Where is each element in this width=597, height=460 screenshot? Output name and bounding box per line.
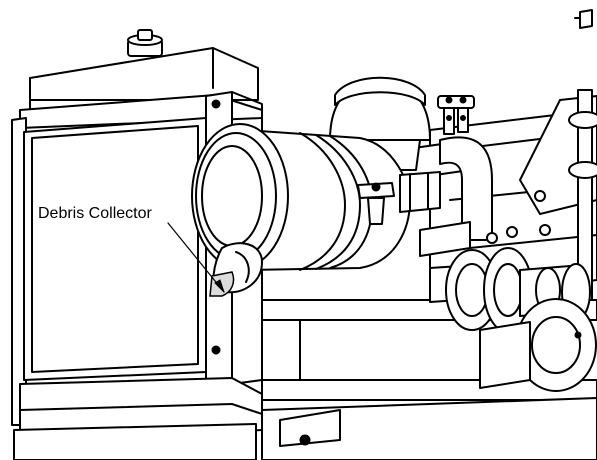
callout-label: Debris Collector — [38, 205, 152, 222]
pulley-assembly — [429, 247, 597, 392]
hose-clamp-assembly — [437, 95, 475, 135]
leader-arrowhead — [214, 279, 225, 293]
callout-debris-collector: Debris Collector — [38, 205, 225, 293]
debris-collector — [209, 242, 263, 297]
intake-pipe — [399, 136, 518, 257]
leader-line — [167, 222, 225, 293]
radiator-cap — [127, 29, 163, 57]
band-clamp-latch — [357, 182, 395, 225]
air-cleaner — [191, 123, 441, 271]
